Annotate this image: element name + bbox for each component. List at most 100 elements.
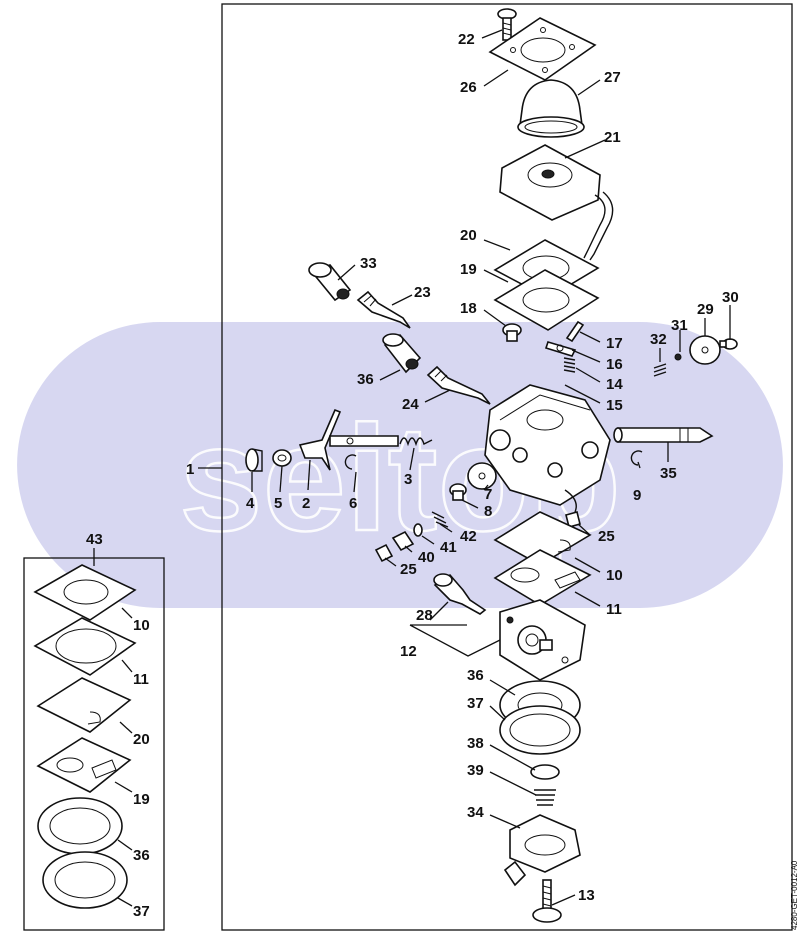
callout-17: 17 bbox=[606, 335, 623, 352]
callout-31: 31 bbox=[671, 317, 688, 334]
callout-22: 22 bbox=[458, 31, 475, 48]
callout-30: 30 bbox=[722, 289, 739, 306]
part-33-limiter-cap bbox=[308, 262, 352, 302]
part-2-throttle-shaft bbox=[298, 408, 399, 471]
callout-36-bottom: 36 bbox=[467, 667, 484, 684]
callout-43: 43 bbox=[86, 531, 103, 548]
kit-callout-36: 36 bbox=[133, 847, 150, 864]
callout-10: 10 bbox=[606, 567, 623, 584]
part-13-screw bbox=[532, 879, 562, 923]
part-41-o-ring bbox=[413, 523, 423, 537]
callout-33: 33 bbox=[360, 255, 377, 272]
callout-28: 28 bbox=[416, 607, 433, 624]
callout-39: 39 bbox=[467, 762, 484, 779]
callout-25-left: 25 bbox=[400, 561, 417, 578]
part-5-washer bbox=[272, 449, 292, 467]
part-27-primer-bulb bbox=[517, 79, 585, 138]
part-7-throttle-disc bbox=[467, 462, 497, 490]
part-25-plug-right bbox=[565, 511, 581, 528]
part-16-inlet-lever bbox=[544, 341, 577, 357]
part-40-plug bbox=[391, 530, 415, 552]
callout-36-top: 36 bbox=[357, 371, 374, 388]
callout-5: 5 bbox=[274, 495, 282, 512]
callout-labels: 22 26 27 21 20 19 33 23 18 17 16 14 15 3… bbox=[86, 31, 739, 920]
callout-14: 14 bbox=[606, 376, 623, 393]
leader-lines bbox=[93, 29, 731, 907]
assembly-frame bbox=[221, 3, 793, 931]
callout-23: 23 bbox=[414, 284, 431, 301]
part-22-screw bbox=[497, 8, 517, 41]
kit-diaphragm-36 bbox=[37, 797, 123, 855]
part-29-disc bbox=[689, 335, 721, 365]
part-14-spring bbox=[563, 357, 576, 373]
callout-15: 15 bbox=[606, 397, 623, 414]
part-26-gasket bbox=[488, 17, 597, 81]
callout-1: 1 bbox=[186, 461, 194, 478]
part-21-pump-cover bbox=[499, 144, 614, 261]
callout-16: 16 bbox=[606, 356, 623, 373]
callout-3: 3 bbox=[404, 471, 412, 488]
callout-40: 40 bbox=[418, 549, 435, 566]
callout-35: 35 bbox=[660, 465, 677, 482]
part-36-limiter-cap bbox=[382, 333, 422, 374]
callout-8: 8 bbox=[484, 503, 492, 520]
callout-2: 2 bbox=[302, 495, 310, 512]
callout-37: 37 bbox=[467, 695, 484, 712]
part-24-adjusting-needle bbox=[426, 365, 491, 405]
kit-callout-37: 37 bbox=[133, 903, 150, 920]
part-4-clip bbox=[245, 448, 263, 472]
callout-13: 13 bbox=[578, 887, 595, 904]
part-31-ball bbox=[674, 353, 682, 361]
part-25-plug-left bbox=[374, 543, 394, 563]
kit-diaphragm-19 bbox=[36, 737, 132, 793]
callout-26: 26 bbox=[460, 79, 477, 96]
part-38-valve-disc bbox=[530, 764, 560, 780]
callout-27: 27 bbox=[604, 69, 621, 86]
part-6-circlip bbox=[344, 454, 357, 470]
callout-21: 21 bbox=[604, 129, 621, 146]
kit-diaphragm-11 bbox=[33, 617, 137, 676]
callout-34: 34 bbox=[467, 804, 484, 821]
callout-20: 20 bbox=[460, 227, 477, 244]
kit-callout-20: 20 bbox=[133, 731, 150, 748]
part-32-spring bbox=[653, 363, 667, 377]
callout-11: 11 bbox=[606, 601, 622, 618]
callout-9: 9 bbox=[633, 487, 641, 504]
callout-32: 32 bbox=[650, 331, 667, 348]
kit-callout-11: 11 bbox=[133, 671, 149, 688]
callout-25-right: 25 bbox=[598, 528, 615, 545]
part-9-circlip bbox=[630, 450, 643, 466]
kit-callout-19: 19 bbox=[133, 791, 150, 808]
part-39-spring bbox=[534, 789, 556, 806]
callout-7: 7 bbox=[484, 486, 492, 503]
part-19-diaphragm bbox=[493, 269, 600, 331]
callout-19: 19 bbox=[460, 261, 477, 278]
part-8-screw bbox=[449, 483, 467, 501]
part-28-fitting bbox=[433, 573, 487, 615]
kit-gasket-20 bbox=[36, 677, 132, 733]
kit-callout-10: 10 bbox=[133, 617, 150, 634]
callout-12: 12 bbox=[400, 643, 417, 660]
callout-4: 4 bbox=[246, 495, 255, 512]
document-code: 4280-GET-0012-A0 bbox=[790, 860, 799, 930]
part-30-screw bbox=[719, 338, 738, 350]
part-34-pump-cover bbox=[503, 814, 581, 887]
part-1-carburetor-body bbox=[484, 384, 611, 513]
part-37-gasket bbox=[499, 705, 581, 755]
part-42-spring bbox=[431, 511, 449, 528]
callout-38: 38 bbox=[467, 735, 484, 752]
part-12-metering-body bbox=[499, 599, 586, 681]
part-23-adjusting-needle bbox=[356, 290, 411, 329]
part-18-screw bbox=[502, 323, 522, 342]
part-17-pin bbox=[565, 320, 585, 343]
callout-18: 18 bbox=[460, 300, 477, 317]
part-3-torsion-spring bbox=[399, 437, 433, 447]
part-35-shaft bbox=[613, 427, 714, 443]
kit-gasket-37 bbox=[42, 851, 128, 909]
callout-24: 24 bbox=[402, 396, 419, 413]
kit-gasket-10 bbox=[33, 564, 137, 621]
callout-42: 42 bbox=[460, 528, 477, 545]
callout-29: 29 bbox=[697, 301, 714, 318]
callout-6: 6 bbox=[349, 495, 357, 512]
